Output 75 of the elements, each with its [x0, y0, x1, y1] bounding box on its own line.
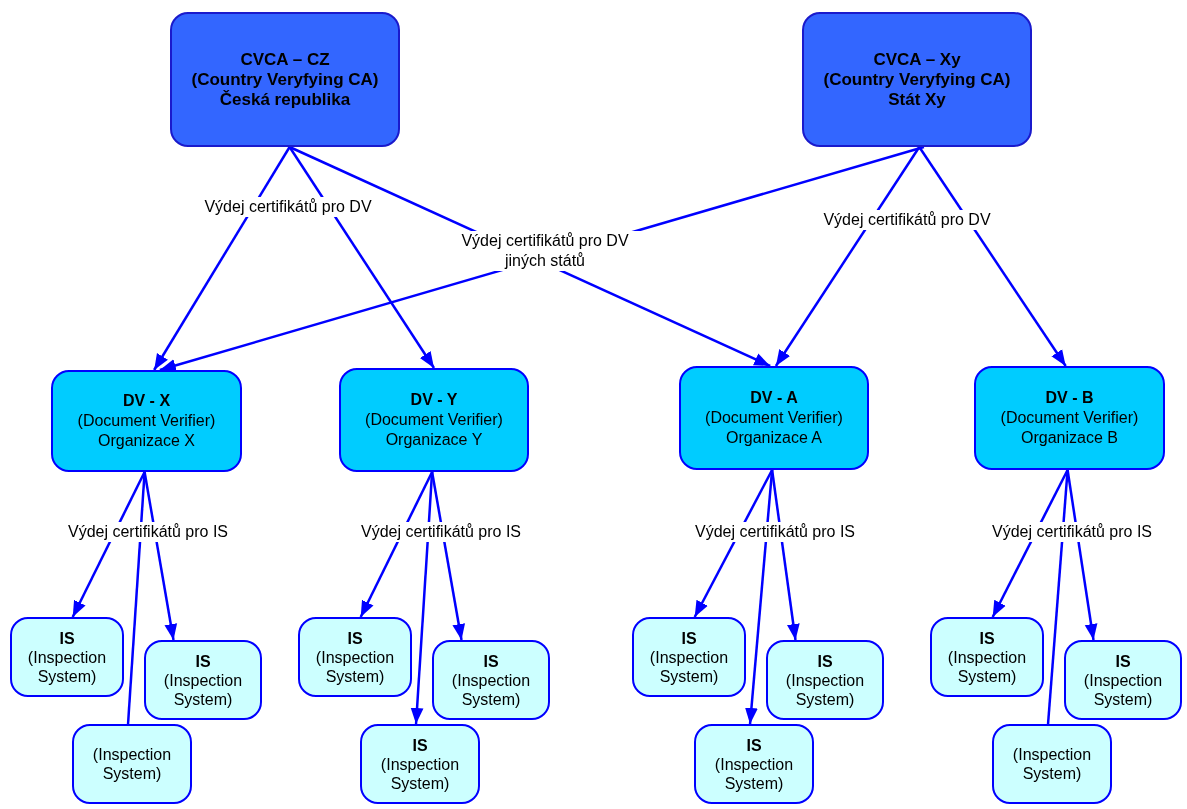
- node-text: (Document Verifier): [1000, 408, 1139, 428]
- arrow: [918, 146, 1067, 367]
- node-title: IS: [347, 628, 363, 648]
- node-text: (Inspection System): [1011, 745, 1093, 783]
- node-title: DV - A: [750, 388, 798, 408]
- inspection-system-box: [1064, 640, 1182, 720]
- node-title: IS: [59, 628, 75, 648]
- inspection-system-box: [360, 724, 480, 804]
- arrow: [991, 469, 1069, 618]
- node-text: Organizace B: [1021, 428, 1118, 448]
- inspection-system-box: [72, 724, 192, 804]
- node-text: (Inspection System): [314, 647, 396, 686]
- node-title: IS: [817, 651, 833, 671]
- node-text: (Inspection System): [946, 647, 1028, 686]
- inspection-system-box: [632, 617, 746, 697]
- edge-label: Výdej certifikátů pro IS: [358, 522, 524, 542]
- node-title: IS: [681, 628, 697, 648]
- node-text: (Country Veryfying CA): [191, 69, 379, 90]
- arrow: [359, 471, 434, 618]
- verifier-box: [339, 368, 529, 472]
- inspection-system-box: [694, 724, 814, 804]
- edge-label: Výdej certifikátů pro IS: [692, 522, 858, 542]
- edge-label: Výdej certifikátů pro DV: [202, 197, 374, 217]
- node-text: (Inspection System): [91, 745, 173, 783]
- node-text: (Inspection System): [1082, 670, 1164, 709]
- authority-box: [170, 12, 400, 147]
- arrow: [71, 471, 146, 618]
- inspection-system-box: [766, 640, 884, 720]
- node-title: DV - B: [1045, 388, 1094, 408]
- node-title: CVCA – Xy: [873, 49, 961, 70]
- node-text: (Inspection System): [379, 754, 461, 793]
- inspection-system-box: [930, 617, 1044, 697]
- node-text: (Document Verifier): [77, 411, 216, 431]
- node-text: (Inspection System): [713, 754, 795, 793]
- arrow: [430, 471, 466, 641]
- verifier-box: [679, 366, 869, 470]
- node-text: Česká republika: [219, 89, 351, 110]
- node-text: (Inspection System): [450, 670, 532, 709]
- node-title: IS: [412, 735, 428, 755]
- node-text: Stát Xy: [888, 89, 946, 110]
- verifier-box: [974, 366, 1165, 470]
- edge-label: Výdej certifikátů pro DV: [821, 210, 993, 230]
- node-text: (Document Verifier): [365, 410, 503, 430]
- arrow: [745, 469, 774, 725]
- inspection-system-box: [992, 724, 1112, 804]
- arrow: [153, 146, 291, 371]
- node-text: (Inspection System): [784, 670, 866, 709]
- node-text: (Inspection System): [162, 670, 244, 709]
- node-title: DV - X: [122, 391, 171, 411]
- edge-label: Výdej certifikátů pro IS: [65, 522, 231, 542]
- node-text: (Document Verifier): [705, 408, 843, 428]
- verifier-box: [51, 370, 242, 472]
- node-text: (Inspection System): [648, 647, 730, 686]
- inspection-system-box: [144, 640, 262, 720]
- node-text: (Inspection System): [26, 647, 108, 686]
- node-title: IS: [483, 651, 499, 671]
- node-title: IS: [195, 651, 211, 671]
- node-title: IS: [746, 735, 762, 755]
- node-title: DV - Y: [410, 390, 458, 410]
- inspection-system-box: [10, 617, 124, 697]
- edge-label: Výdej certifikátů pro IS: [989, 522, 1155, 542]
- node-text: (Country Veryfying CA): [823, 69, 1011, 90]
- arrow: [770, 469, 800, 641]
- inspection-system-box: [298, 617, 412, 697]
- arrow: [410, 471, 434, 725]
- node-title: CVCA – CZ: [240, 49, 330, 70]
- inspection-system-box: [432, 640, 550, 720]
- arrow: [288, 146, 436, 369]
- node-title: IS: [979, 628, 995, 648]
- authority-box: [802, 12, 1032, 147]
- node-title: IS: [1115, 651, 1131, 671]
- node-text: Organizace Y: [385, 430, 483, 450]
- arrow: [774, 146, 921, 367]
- node-text: Organizace A: [725, 428, 823, 448]
- node-text: Organizace X: [98, 431, 195, 451]
